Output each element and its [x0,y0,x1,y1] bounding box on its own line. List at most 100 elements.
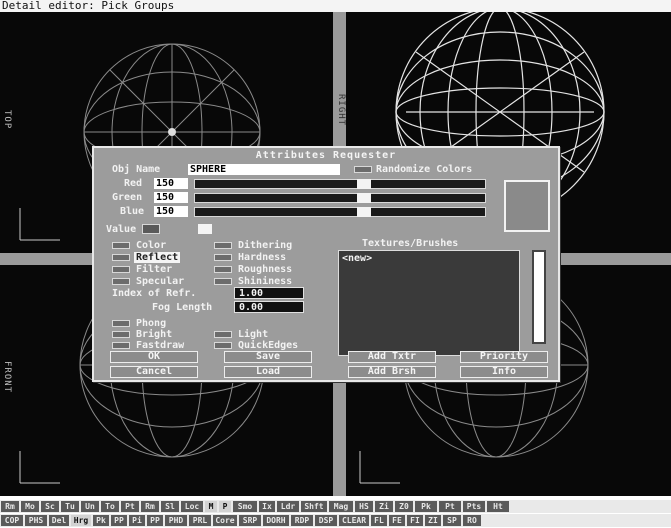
toolbar-button[interactable]: Smo [233,501,257,512]
toolbar-button[interactable]: Pts [463,501,485,512]
fog-length-label: Fog Length [152,302,213,313]
toolbar-button[interactable]: PP [111,515,127,526]
blue-value-field[interactable]: 150 [154,206,188,217]
toolbar-button[interactable]: Rm [141,501,159,512]
obj-name-field[interactable]: SPHERE [188,164,340,175]
option-reflect-checkbox[interactable] [112,254,130,261]
flag-fastdraw-checkbox[interactable] [112,342,130,349]
toolbar-button[interactable]: Hrg [71,515,91,526]
toolbar-button[interactable]: SRP [239,515,261,526]
green-slider-knob[interactable] [357,193,371,203]
red-value-field[interactable]: 150 [154,178,188,189]
toolbar-button[interactable]: Zi [375,501,393,512]
toolbar-button[interactable]: Ldr [277,501,299,512]
toolbar-button[interactable]: CLEAR [339,515,369,526]
attributes-dialog: Attributes Requester Obj Name SPHERE Ran… [92,146,560,382]
toolbar-button[interactable]: Del [49,515,69,526]
viewport-label-right: RIGHT [336,94,346,127]
toolbar-button[interactable]: Sc [41,501,59,512]
toolbar-button[interactable]: Sl [161,501,179,512]
toolbar-button[interactable]: Rm [1,501,19,512]
save-button[interactable]: Save [224,351,312,363]
option-reflect-label: Reflect [134,252,181,263]
toolbar-button[interactable]: DORH [263,515,289,526]
toolbar-button[interactable]: Z0 [395,501,413,512]
axis-icon [19,208,60,241]
flag-bright-label: Bright [136,329,173,340]
toolbar-button[interactable]: RO [463,515,481,526]
red-slider-knob[interactable] [357,179,371,189]
toolbar-button[interactable]: To [101,501,119,512]
toolbar-button[interactable]: Pt [439,501,461,512]
priority-button[interactable]: Priority [460,351,548,363]
toolbar-button[interactable]: Mo [21,501,39,512]
toolbar-button[interactable]: Pk [415,501,437,512]
add-brush-button[interactable]: Add Brsh [348,366,436,378]
toolbar-button[interactable]: P [219,501,231,512]
option-filter-checkbox[interactable] [112,266,130,273]
blue-slider-knob[interactable] [357,207,371,217]
randomize-colors-checkbox[interactable] [354,166,372,173]
toolbar-button[interactable]: COP [1,515,23,526]
toolbar-button[interactable]: Pt [121,501,139,512]
option-hardness-checkbox[interactable] [214,254,232,261]
toolbar-button[interactable]: HS [355,501,373,512]
toolbar-button[interactable]: Un [81,501,99,512]
option-filter-label: Filter [136,264,173,275]
option-specular-checkbox[interactable] [112,278,130,285]
option-color-checkbox[interactable] [112,242,130,249]
toolbar-button[interactable]: FL [371,515,387,526]
fog-length-field[interactable]: 0.00 [234,301,304,313]
option-roughness-checkbox[interactable] [214,266,232,273]
option-shininess-label: Shininess [238,276,293,287]
toolbar-button[interactable]: PHS [25,515,47,526]
info-button[interactable]: Info [460,366,548,378]
option-hardness-label: Hardness [238,252,287,263]
index-of-refraction-field[interactable]: 1.00 [234,287,304,299]
toolbar-button[interactable]: DSP [315,515,337,526]
randomize-colors-label: Randomize Colors [376,164,473,175]
index-of-refraction-label: Index of Refr. [112,288,197,299]
toolbar-button[interactable]: Core [213,515,237,526]
textures-list[interactable]: <new> [338,250,520,356]
toolbar-button[interactable]: Loc [181,501,203,512]
toolbar-button[interactable]: M [205,501,217,512]
toolbar-button[interactable]: Ht [487,501,509,512]
flag-light-checkbox[interactable] [214,331,232,338]
toolbar-button[interactable]: PRL [189,515,211,526]
red-slider[interactable] [194,179,486,189]
toolbar-button[interactable]: PHD [165,515,187,526]
value-slider[interactable] [142,224,160,234]
flag-bright-checkbox[interactable] [112,331,130,338]
green-label: Green [112,192,143,203]
toolbar-button[interactable]: FI [407,515,423,526]
toolbar-button[interactable]: FE [389,515,405,526]
flag-quickedges-checkbox[interactable] [214,342,232,349]
toolbar-row-2: COP PHS Del Hrg Pk PP Pi PP PHD PRL Core… [0,514,671,527]
texture-list-item[interactable]: <new> [342,253,373,264]
load-button[interactable]: Load [224,366,312,378]
toolbar-button[interactable]: PP [147,515,163,526]
toolbar-row-1: Rm Mo Sc Tu Un To Pt Rm Sl Loc M P Smo I… [0,500,671,513]
cancel-button[interactable]: Cancel [110,366,198,378]
add-texture-button[interactable]: Add Txtr [348,351,436,363]
toolbar-button[interactable]: Mag [329,501,353,512]
toolbar-button[interactable]: ZI [425,515,441,526]
blue-slider[interactable] [194,207,486,217]
option-dithering-checkbox[interactable] [214,242,232,249]
option-shininess-checkbox[interactable] [214,278,232,285]
toolbar-button[interactable]: Pk [93,515,109,526]
value-slider-knob[interactable] [198,224,212,234]
flag-quickedges-label: QuickEdges [238,340,299,351]
textures-scrollbar[interactable] [532,250,546,344]
toolbar-button[interactable]: SP [443,515,461,526]
flag-phong-checkbox[interactable] [112,320,130,327]
toolbar-button[interactable]: Pi [129,515,145,526]
toolbar-button[interactable]: Shft [301,501,327,512]
toolbar-button[interactable]: Tu [61,501,79,512]
ok-button[interactable]: OK [110,351,198,363]
green-slider[interactable] [194,193,486,203]
toolbar-button[interactable]: Ix [259,501,275,512]
green-value-field[interactable]: 150 [154,192,188,203]
toolbar-button[interactable]: RDP [291,515,313,526]
